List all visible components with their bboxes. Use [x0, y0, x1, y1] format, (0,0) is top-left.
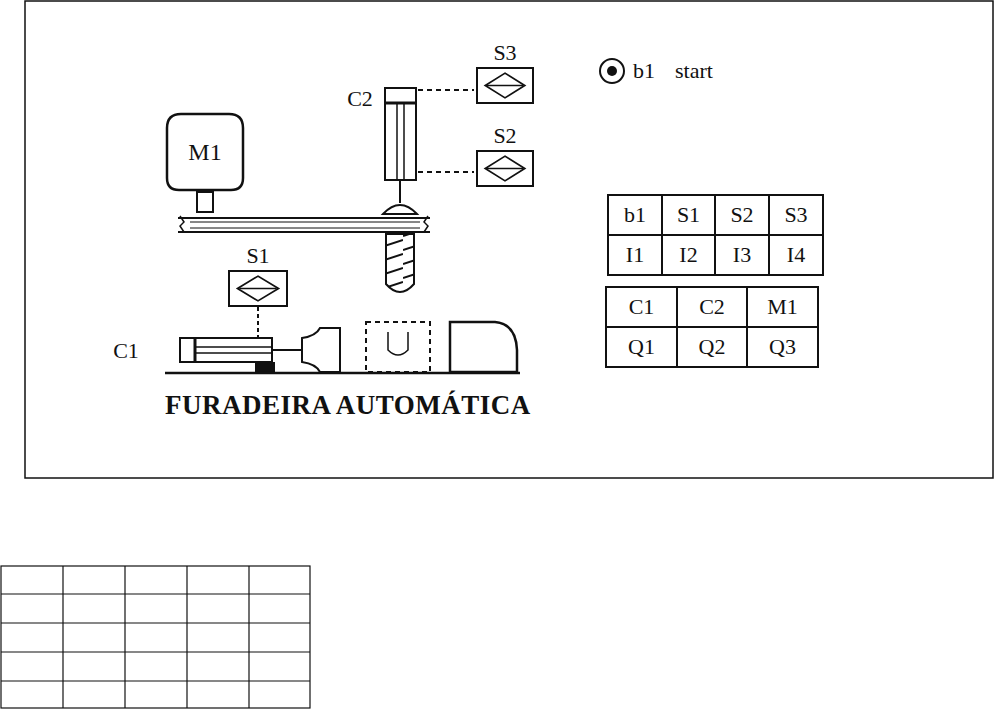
sensor-symbol — [476, 150, 534, 187]
table-cell: I4 — [769, 235, 823, 275]
table-cell: C1 — [606, 287, 677, 327]
sensor-symbol — [228, 270, 288, 307]
sensor-diamond — [230, 272, 286, 305]
cylinder-label: C2 — [338, 86, 382, 112]
motor-label: M1 — [188, 140, 221, 164]
table-cell: C2 — [677, 287, 747, 327]
sensor-label: S1 — [228, 245, 288, 267]
button-text: start — [664, 58, 724, 84]
sensor-diamond — [478, 69, 532, 102]
sensor-label: S2 — [476, 125, 534, 147]
sensor-label: S3 — [476, 42, 534, 64]
button-label: b1 — [628, 58, 660, 84]
table-cell: I2 — [662, 235, 715, 275]
sensor-diamond — [478, 152, 532, 185]
sensor-symbol — [476, 67, 534, 104]
table-cell: S3 — [769, 195, 823, 235]
motor-node: M1 — [165, 112, 245, 192]
table-cell: S2 — [715, 195, 769, 235]
table-cell: Q2 — [677, 327, 747, 367]
table-cell: I1 — [608, 235, 662, 275]
sensor-node: S2 — [476, 125, 534, 187]
sensor-node: S1 — [228, 245, 288, 307]
table-cell: M1 — [747, 287, 818, 327]
title-text: FURADEIRA AUTOMÁTICA — [165, 392, 531, 419]
cylinder-label: C1 — [104, 338, 148, 364]
sensor-node: S3 — [476, 42, 534, 104]
table-cell: I3 — [715, 235, 769, 275]
table-cell: b1 — [608, 195, 662, 235]
table-cell: Q1 — [606, 327, 677, 367]
table-cell: S1 — [662, 195, 715, 235]
table-cell: Q3 — [747, 327, 818, 367]
